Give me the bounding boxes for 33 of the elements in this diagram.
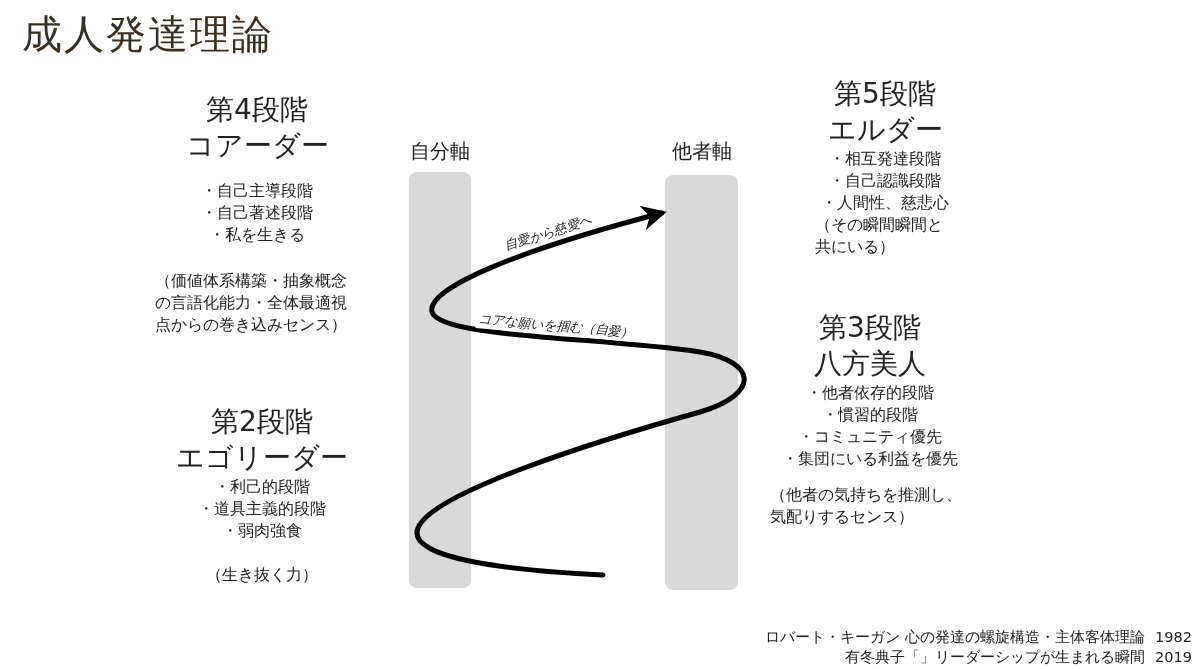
- column-heading: 他者軸: [670, 138, 733, 164]
- stage-heading: コアーダー: [185, 128, 329, 164]
- bullet-item: ・自己著述段階: [201, 203, 313, 224]
- bullet-item: ・コミュニティ優先: [798, 427, 942, 448]
- bullet-item: ・相互発達段階: [829, 149, 941, 170]
- stage-heading: 第3段階: [819, 310, 921, 346]
- stage-heading: 第4段階: [206, 92, 308, 128]
- stage-heading: エルダー: [827, 112, 943, 148]
- column-heading: 自分軸: [409, 138, 471, 164]
- reference-text: 有冬典子「」リーダーシップが生まれる瞬間: [845, 648, 1145, 667]
- year-text: 2019: [1155, 648, 1192, 667]
- bullet-item: ・道具主義的段階: [198, 499, 326, 520]
- note-text: （生き抜く力）: [206, 565, 318, 586]
- title: 成人発達理論: [22, 10, 274, 59]
- note-text: （他者の気持ちを推測し、気配りするセンス）: [770, 485, 963, 528]
- stage-heading: 第5段階: [834, 76, 936, 112]
- bullet-item: ・自己認識段階: [829, 171, 941, 192]
- reference-text: ロバート・キーガン 心の発達の螺旋構造・主体客体理論: [765, 628, 1145, 647]
- bullet-item: ・人間性、慈悲心: [821, 193, 949, 214]
- bullet-item: ・他者依存的段階: [806, 383, 934, 404]
- year-text: 1982: [1155, 628, 1192, 647]
- spiral-arrow: [414, 206, 747, 578]
- bullet-item: ・弱肉強食: [222, 521, 302, 542]
- bullet-item: ・自己主導段階: [201, 181, 313, 202]
- note-text: （その瞬間瞬間と共にいる）: [815, 215, 944, 258]
- bullet-item: ・私を生きる: [209, 225, 305, 246]
- note-text: （価値体系構築・抽象概念の言語化能力・全体最適視点からの巻き込みセンス）: [155, 271, 348, 336]
- bullet-item: ・慣習的段階: [822, 405, 918, 426]
- bullet-item: ・集団にいる利益を優先: [782, 449, 958, 470]
- bullet-item: ・利己的段階: [214, 477, 310, 498]
- stage-heading: 第2段階: [211, 404, 313, 440]
- stage-heading: 八方美人: [814, 346, 926, 382]
- stage-heading: エゴリーダー: [176, 440, 348, 476]
